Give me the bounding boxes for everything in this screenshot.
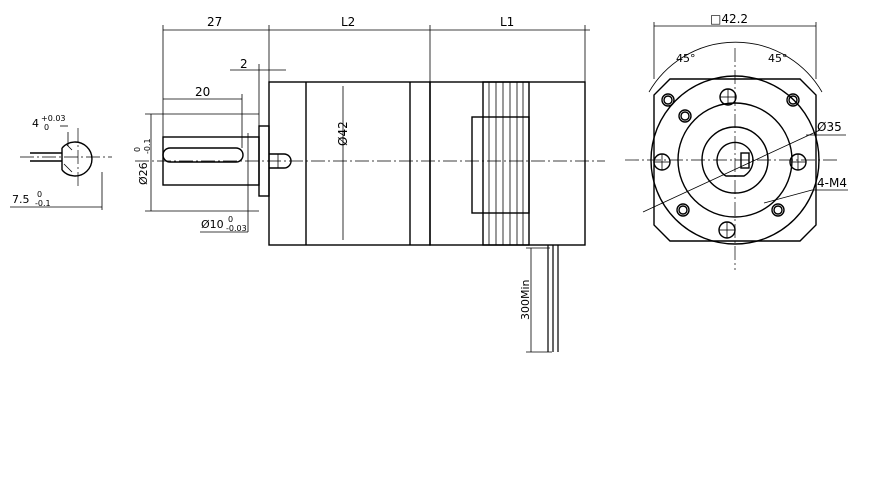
shaft-length-dim: 27 [207, 15, 222, 29]
angle-left-dim: 45° [676, 52, 696, 65]
key-width-dim: 4 [32, 117, 39, 130]
shaft-tol-lower: -0.03 [226, 224, 247, 233]
lead-length-dim: 300Min [519, 279, 532, 320]
pilot-tol-lower: -0.1 [143, 138, 152, 154]
motor-body [429, 81, 586, 246]
angle-right-dim: 45° [768, 52, 788, 65]
shaft-tol-upper: 0 [228, 215, 233, 224]
gearbox-length-dim: L2 [341, 15, 355, 29]
flat-height-dim: 7.5 [12, 193, 30, 206]
mount-holes-dim: 4-M4 [817, 176, 847, 190]
corner-holes [661, 93, 800, 217]
pilot-diameter-dim: Ø26 [137, 162, 150, 185]
output-shaft [162, 125, 292, 197]
length-dimensions: 27 L2 L1 2 20 [162, 15, 590, 148]
key-length-dim: 20 [195, 85, 210, 99]
pilot-tol-upper: 0 [133, 147, 142, 152]
side-view: 300Min 27 L2 L1 2 20 Ø42 Ø26 [133, 15, 605, 353]
shaft-diameter-dim: Ø10 [201, 218, 224, 231]
lead-wires: 300Min [519, 245, 559, 353]
flat-tol-lower: -0.1 [35, 199, 51, 208]
shaft-section-view: 4 +0.03 0 7.5 0 -0.1 [10, 114, 112, 210]
bolt-circle-dim: Ø35 [817, 120, 842, 134]
key-tol-upper: +0.03 [41, 114, 66, 123]
key-tol-lower: 0 [44, 123, 49, 132]
flange-square-dim: □42.2 [710, 12, 748, 26]
motor-length-dim: L1 [500, 15, 514, 29]
front-view: □42.2 45° 45° Ø35 4-M4 [625, 12, 848, 270]
diameter-dimensions: Ø42 Ø26 0 -0.1 Ø10 0 -0.03 [133, 86, 350, 240]
gearbox-body [268, 81, 431, 246]
mount-screws [653, 88, 807, 239]
body-diameter-dim: Ø42 [336, 121, 350, 146]
flange-thickness-dim: 2 [240, 57, 248, 71]
flat-tol-upper: 0 [37, 190, 42, 199]
